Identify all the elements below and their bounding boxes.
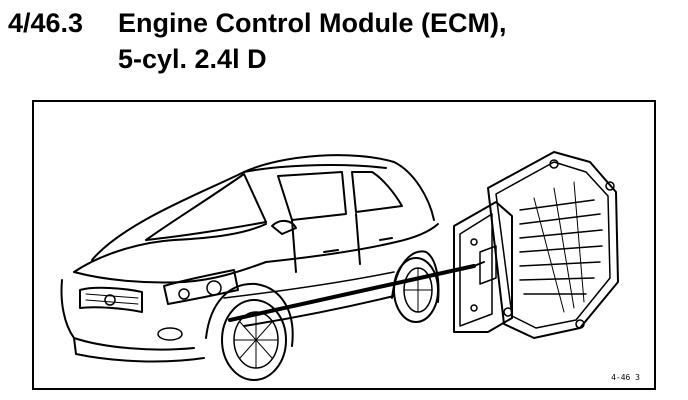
car-ecm-illustration [60,151,619,381]
section-title-line1: Engine Control Module (ECM), [118,8,507,38]
section-number: 4/46.3 [8,8,84,38]
illustration-frame: 4-46 3 [32,100,656,390]
section-title-line2: 5-cyl. 2.4l D [118,44,267,74]
figure-code: 4-46 3 [611,373,640,382]
leader-line [228,264,476,322]
ecm-module-drawing [453,151,619,339]
car-drawing [60,154,440,381]
